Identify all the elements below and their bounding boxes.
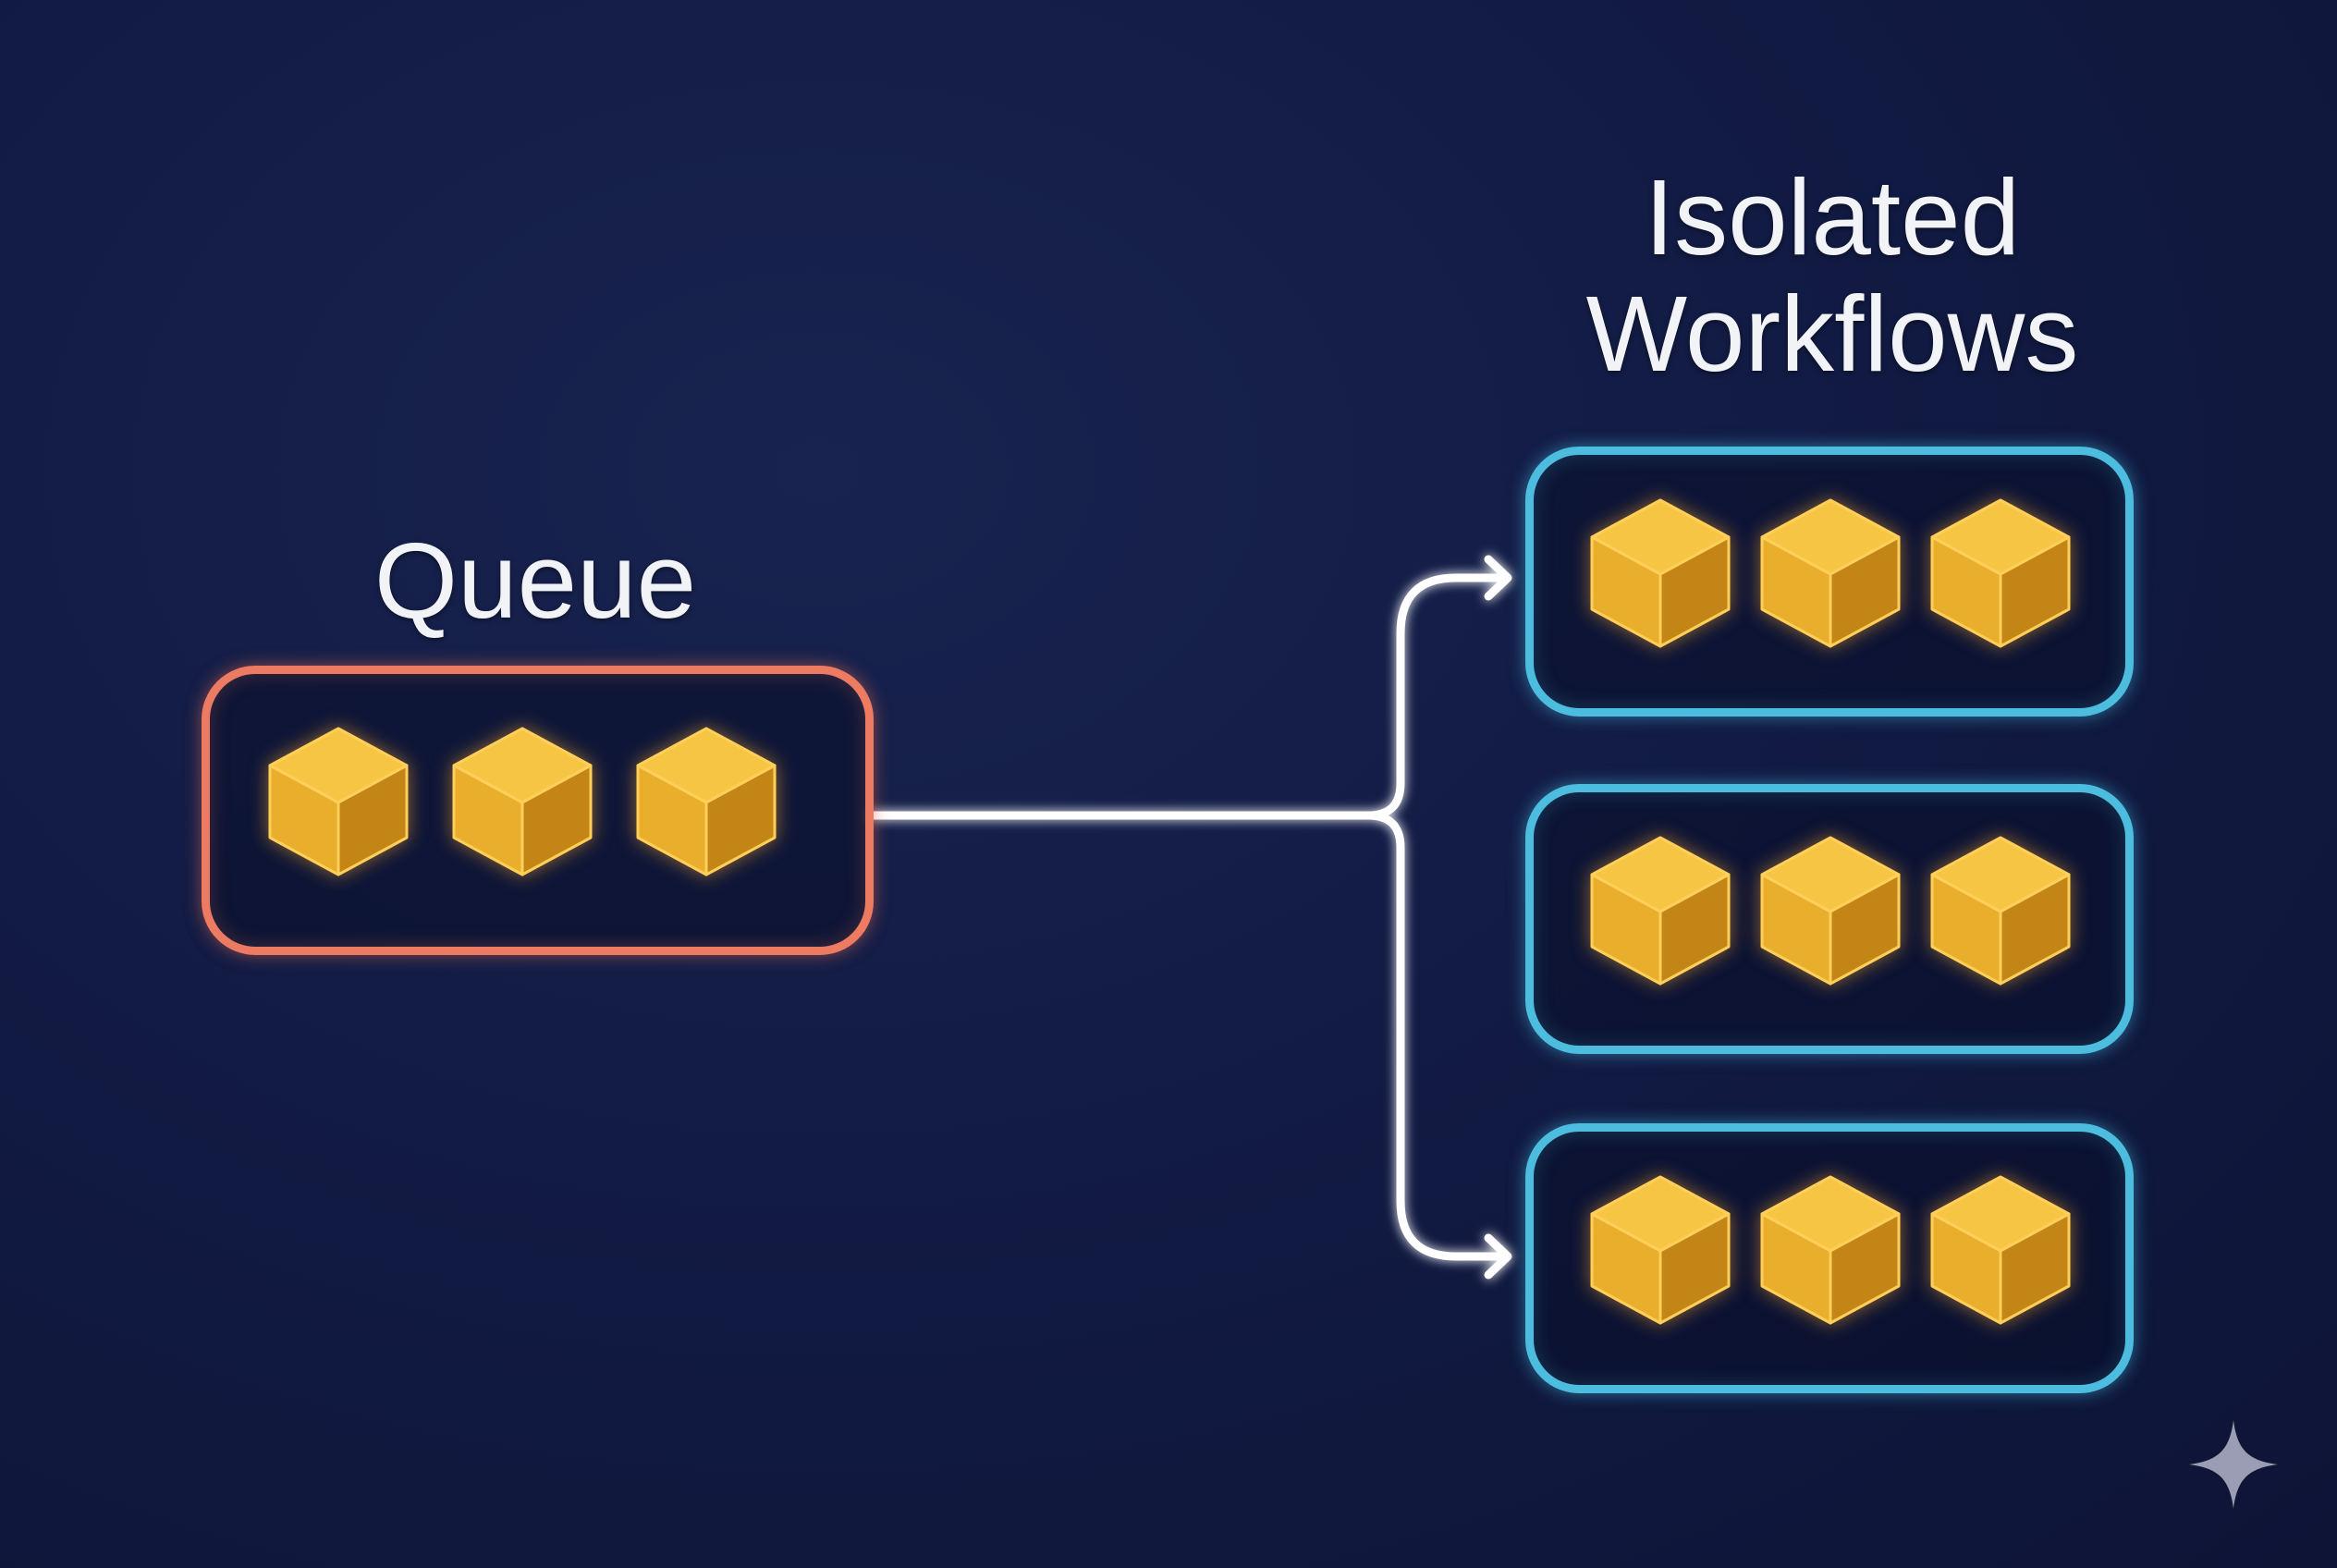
cube-icon [1758, 1173, 1903, 1327]
queue-box [202, 666, 874, 955]
workflow-items [1534, 455, 2125, 708]
cube-icon [1928, 834, 2073, 987]
title-line-2: Workflows [1585, 274, 2079, 394]
cube-right-face [1829, 1212, 1901, 1325]
workflow-box-3 [1525, 1123, 2134, 1393]
cube-right-face [336, 764, 409, 876]
cube-right-face [1999, 1212, 2071, 1325]
cube-right-face [520, 764, 593, 876]
cube-icon [1758, 496, 1903, 650]
workflow-box-2 [1525, 784, 2134, 1054]
cube-right-face [1999, 535, 2071, 648]
cube-icon [450, 725, 594, 878]
workflow-items [1534, 792, 2125, 1046]
cube-icon [1588, 834, 1732, 987]
sparkle-icon [2189, 1420, 2278, 1509]
cube-right-face [1658, 535, 1731, 648]
queue-label: Queue [373, 521, 697, 641]
cube-icon [1588, 1173, 1732, 1327]
cube-right-face [1658, 1212, 1731, 1325]
cube-icon [1928, 1173, 2073, 1327]
cube-icon [266, 725, 410, 878]
cube-right-face [1829, 535, 1901, 648]
cube-right-face [1829, 873, 1901, 986]
connector-trunk [869, 573, 1511, 820]
cube-right-face [704, 764, 777, 876]
arrowhead-bottom-icon [1484, 1233, 1512, 1280]
cube-icon [1588, 496, 1732, 650]
cube-icon [634, 725, 778, 878]
queue-items [210, 674, 865, 947]
connector-lower-branch [1364, 811, 1511, 1261]
cube-icon [1758, 834, 1903, 987]
isolated-workflows-title: Isolated Workflows [1555, 159, 2110, 392]
cube-icon [1928, 496, 2073, 650]
title-line-1: Isolated [1644, 157, 2021, 277]
cube-right-face [1999, 873, 2071, 986]
cube-right-face [1658, 873, 1731, 986]
arrowhead-top-icon [1484, 555, 1512, 601]
workflow-items [1534, 1132, 2125, 1385]
workflow-box-1 [1525, 447, 2134, 717]
